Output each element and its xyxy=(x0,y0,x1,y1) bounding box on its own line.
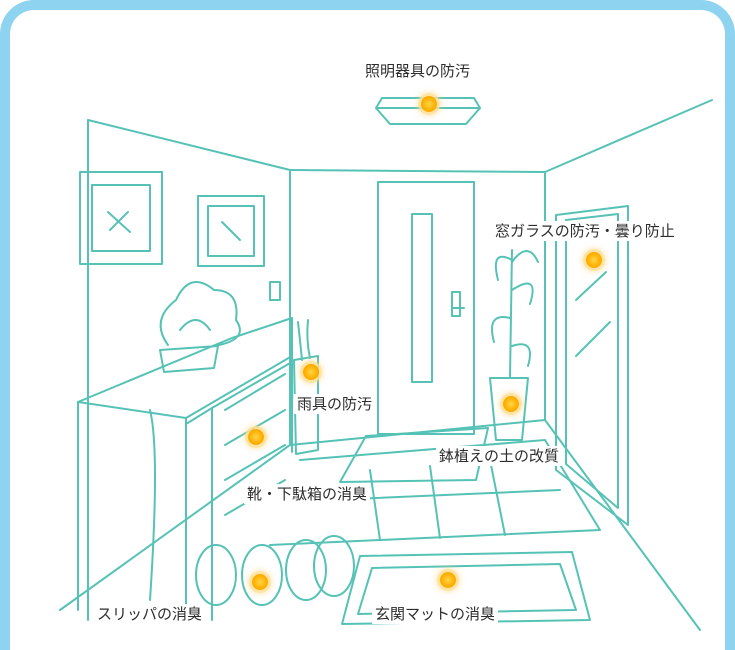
label-lighting: 照明器具の防汚 xyxy=(362,61,474,81)
front-door xyxy=(377,181,475,435)
label-slippers: スリッパの消臭 xyxy=(94,604,206,624)
hotspot-dot-slippers[interactable] xyxy=(252,574,268,590)
hotspot-dot-plant[interactable] xyxy=(503,396,519,412)
entrance-mat xyxy=(341,551,591,625)
label-window: 窓ガラスの防汚・曇り防止 xyxy=(492,221,678,241)
ceiling-lamp xyxy=(375,97,481,125)
room-outline xyxy=(59,99,713,631)
side-window xyxy=(555,205,629,526)
label-rain: 雨具の防汚 xyxy=(294,394,376,414)
potted-plant xyxy=(489,249,539,441)
hotspot-dot-window[interactable] xyxy=(586,252,602,268)
umbrella-stand xyxy=(293,319,319,455)
hotspot-dot-mat[interactable] xyxy=(440,572,456,588)
slippers-drawing xyxy=(195,535,355,606)
picture-frame-right xyxy=(197,195,265,267)
wall-switch xyxy=(269,281,281,301)
entrance-floor xyxy=(269,427,601,546)
hotspot-dot-lighting[interactable] xyxy=(421,96,437,112)
label-mat: 玄関マットの消臭 xyxy=(372,604,499,624)
shoe-cabinet xyxy=(77,317,293,621)
hotspot-dot-rain[interactable] xyxy=(303,364,319,380)
label-plant: 鉢植えの土の改質 xyxy=(436,446,563,466)
hotspot-dot-shoes[interactable] xyxy=(248,429,264,445)
label-shoes: 靴・下駄箱の消臭 xyxy=(244,484,371,504)
cabinet-plant xyxy=(159,281,241,373)
picture-frame-left xyxy=(79,171,163,265)
